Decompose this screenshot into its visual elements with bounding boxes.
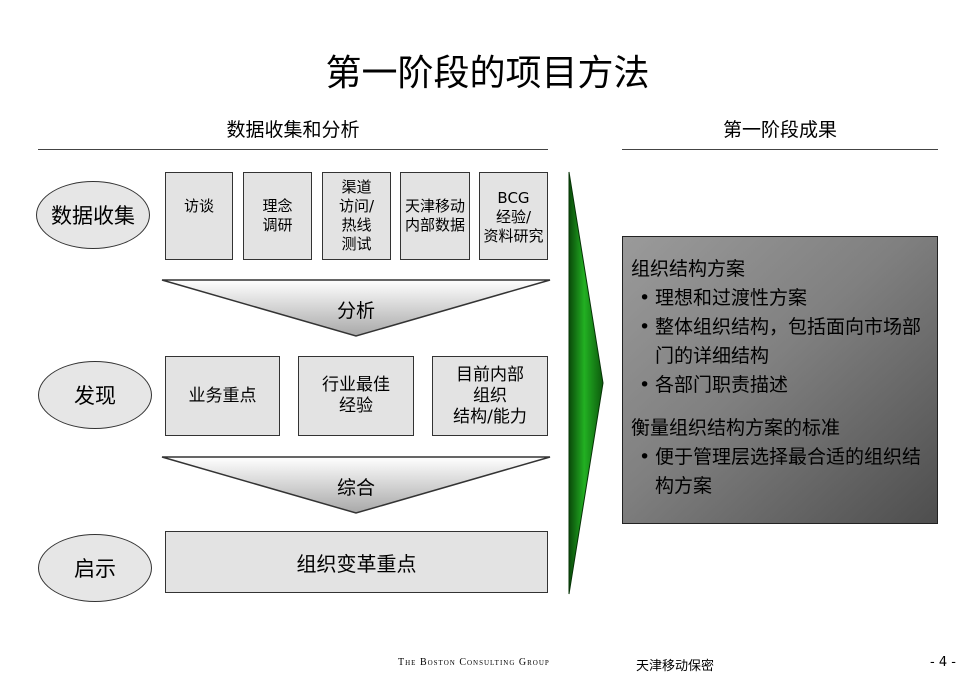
right-section-header: 第一阶段成果 [722,119,837,141]
collect-box-bcg: BCG 经验/ 资料研究 [479,172,548,260]
results-bullet: 便于管理层选择最合适的组织结构方案 [631,443,929,501]
collect-box-internal-data: 天津移动 内部数据 [400,172,470,260]
funnel-analysis [161,279,551,337]
footer-brand: The Boston Consulting Group [398,657,550,668]
discover-box-business-focus: 业务重点 [165,356,280,436]
stage-oval-collect: 数据收集 [36,181,150,249]
results-heading-org-plan: 组织结构方案 [631,258,746,280]
funnel-synthesis [161,456,551,514]
funnel-analysis-label: 分析 [336,300,375,322]
results-bullet: 整体组织结构，包括面向市场部门的详细结构 [631,313,929,371]
results-panel: 组织结构方案 理想和过渡性方案 整体组织结构，包括面向市场部门的详细结构 各部门… [622,236,938,524]
green-arrow [568,171,604,595]
discover-box-best-practice: 行业最佳 经验 [298,356,414,436]
results-bullet: 各部门职责描述 [631,371,929,400]
stage-oval-insight: 启示 [38,534,152,602]
footer-confidential: 天津移动保密 [636,659,715,674]
stage-label-insight: 启示 [74,557,116,581]
collect-box-survey: 理念 调研 [243,172,312,260]
collect-box-interview: 访谈 [165,172,233,260]
footer-page-number: - 4 - [930,655,956,670]
left-section-header: 数据收集和分析 [226,119,360,141]
discover-box-current-structure: 目前内部 组织 结构/能力 [432,356,548,436]
stage-label-collect: 数据收集 [51,204,135,228]
right-section-rule [622,149,938,150]
funnel-synthesis-label: 综合 [336,477,375,499]
stage-label-discover: 发现 [74,384,116,408]
results-bullet: 理想和过渡性方案 [631,284,929,313]
left-section-rule [38,149,548,150]
insight-box-org-change: 组织变革重点 [165,531,548,593]
results-heading-criteria: 衡量组织结构方案的标准 [631,417,841,439]
page-title: 第一阶段的项目方法 [325,53,650,94]
collect-box-channel: 渠道 访问/ 热线 测试 [322,172,391,260]
stage-oval-discover: 发现 [38,361,152,429]
